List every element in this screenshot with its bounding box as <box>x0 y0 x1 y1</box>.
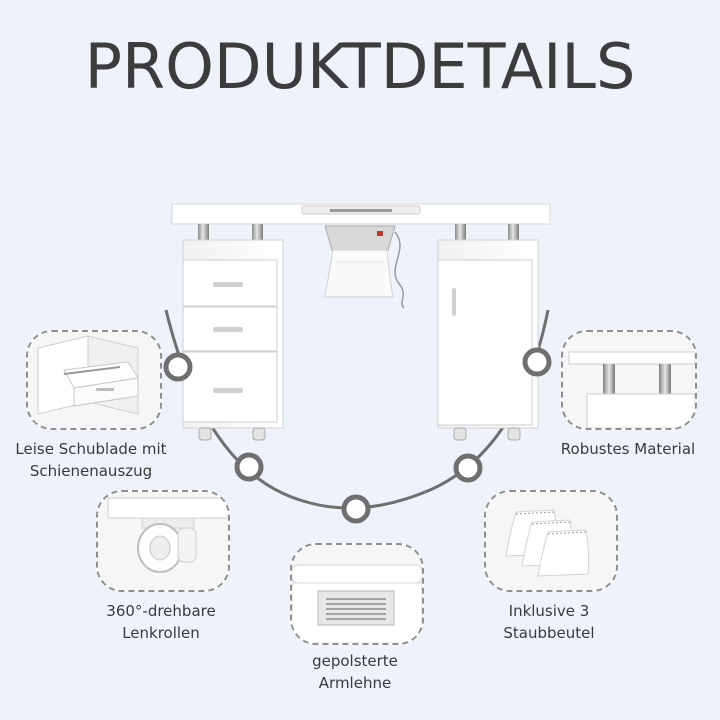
legs-detail-image <box>561 330 697 430</box>
node-legs <box>522 347 552 377</box>
armrest-caption: gepolsterte Armlehne <box>280 650 430 694</box>
armrest-caption-line2: Armlehne <box>318 674 392 692</box>
steel-leg-icon <box>563 332 695 428</box>
caster-wheel-icon <box>98 492 228 590</box>
armrest-detail-image <box>290 543 424 645</box>
drawer-rail-icon <box>28 332 160 428</box>
caster-caption-line2: Lenkrollen <box>122 624 200 642</box>
dustbag-detail-image <box>484 490 618 592</box>
node-casters <box>234 452 264 482</box>
material-caption: Robustes Material <box>548 438 708 460</box>
armrest-caption-line1: gepolsterte <box>312 652 398 670</box>
dust-bag-icon <box>486 492 616 590</box>
caster-caption-line1: 360°-drehbare <box>106 602 216 620</box>
dustbag-caption-line2: Staubbeutel <box>503 624 595 642</box>
drawer-detail-image <box>26 330 162 430</box>
caster-caption: 360°-drehbare Lenkrollen <box>86 600 236 644</box>
node-bags <box>453 453 483 483</box>
caster-detail-image <box>96 490 230 592</box>
node-armrest <box>341 494 371 524</box>
node-drawer <box>163 352 193 382</box>
drawer-caption: Leise Schublade mit Schienenauszug <box>6 438 176 482</box>
dustbag-caption-line1: Inklusive 3 <box>508 602 590 620</box>
dustbag-caption: Inklusive 3 Staubbeutel <box>474 600 624 644</box>
drawer-caption-line1: Leise Schublade mit <box>15 440 167 458</box>
drawer-caption-line2: Schienenauszug <box>29 462 153 480</box>
material-caption-line1: Robustes Material <box>560 440 696 458</box>
page-title: PRODUKTDETAILS <box>84 30 636 103</box>
dust-collector <box>324 225 396 251</box>
armrest-icon <box>292 545 422 643</box>
